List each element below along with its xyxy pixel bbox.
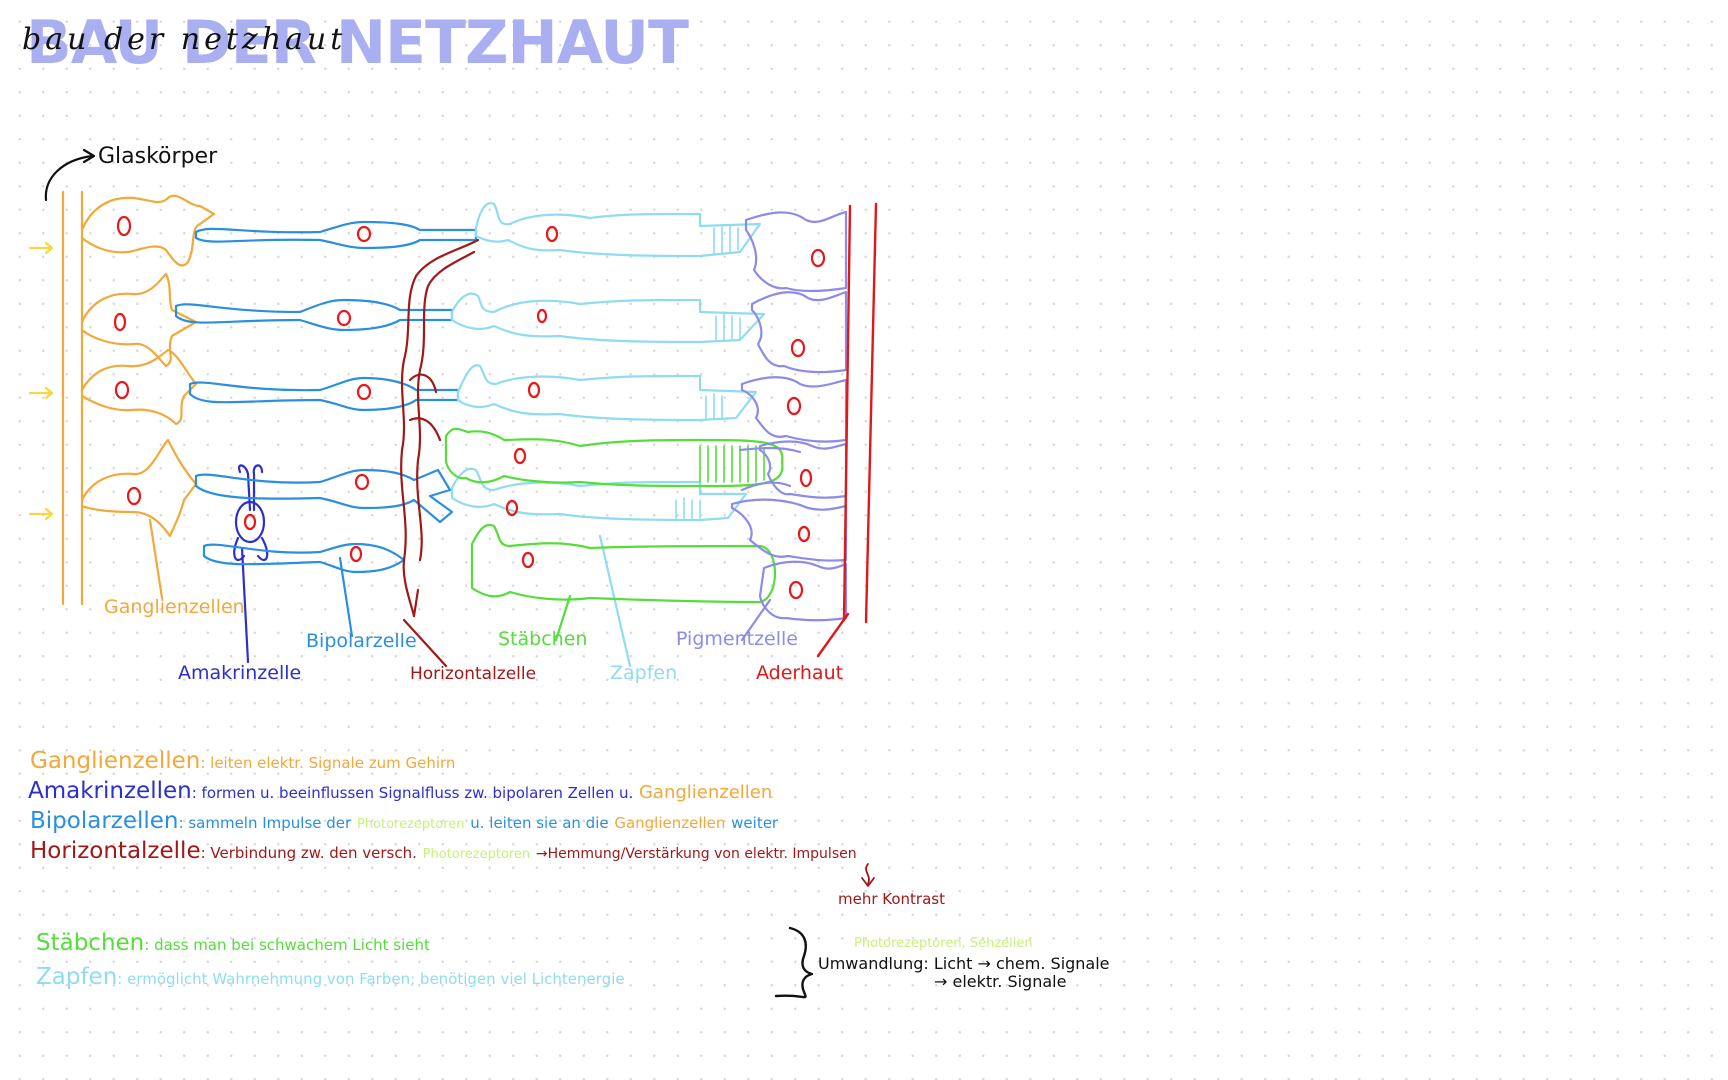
bipolar-cells — [174, 220, 478, 638]
label-bipolarzelle: Bipolarzelle — [306, 630, 417, 652]
horizontal-cell — [400, 238, 480, 668]
brace — [774, 926, 814, 999]
note-contrast: mehr Kontrast — [838, 890, 945, 908]
nuclei — [113, 215, 826, 600]
note-amakrinzellen: Amakrinzellen: formen u. beeinflussen Si… — [28, 778, 772, 804]
light-arrows — [28, 241, 54, 521]
note-text3: weiter — [731, 814, 779, 832]
note-term: Horizontalzelle — [30, 838, 201, 864]
label-pigmentzelle: Pigmentzelle — [676, 628, 798, 650]
note-term: Amakrinzellen — [28, 778, 192, 804]
ganglion-cells — [61, 190, 216, 606]
note-text: : ermöglicht Wahrnehmung von Farben; ben… — [117, 970, 625, 988]
note-text: : Verbindung zw. den versch. — [200, 844, 417, 862]
note-term: Ganglienzellen — [30, 748, 201, 774]
label-staebchen: Stäbchen — [498, 628, 588, 650]
note-bipolarzellen: Bipolarzellen: sammeln Impulse der Photo… — [30, 808, 778, 834]
note-text: : leiten elektr. Signale zum Gehirn — [200, 754, 456, 772]
photoreceptor-cones — [450, 202, 766, 668]
photoreceptor-rods — [444, 427, 784, 642]
page-title-script: bau der netzhaut — [22, 22, 347, 57]
note-photo: Photorezeptoren — [422, 847, 531, 862]
amacrine-cell — [233, 464, 269, 664]
note-ganglienzellen: Ganglienzellen: leiten elektr. Signale z… — [30, 748, 455, 774]
note-conversion-2: → elektr. Signale — [934, 972, 1067, 991]
note-term: Stäbchen — [36, 930, 145, 956]
glaskoerper-arrow — [44, 148, 96, 202]
note-ref: Ganglienzellen — [614, 814, 726, 832]
note-conversion: Umwandlung: Licht → chem. Signale — [818, 954, 1110, 973]
note-text: : sammeln Impulse der — [178, 814, 352, 832]
note-photo: Photorezeptoren — [356, 817, 465, 832]
note-text2: u. leiten sie an die — [470, 814, 609, 832]
label-zapfen: Zapfen — [610, 662, 678, 684]
pigment-cells — [730, 210, 848, 642]
note-zapfen: Zapfen: ermöglicht Wahrnehmung von Farbe… — [36, 964, 625, 990]
note-term: Zapfen — [36, 964, 118, 990]
label-horizontalzelle: Horizontalzelle — [410, 664, 537, 684]
note-text2: →Hemmung/Verstärkung von elektr. Impulse… — [535, 846, 857, 862]
note-horizontalzelle: Horizontalzelle: Verbindung zw. den vers… — [30, 838, 857, 864]
note-text: : dass man bei schwachem Licht sieht — [144, 936, 430, 954]
label-ganglienzellen: Ganglienzellen — [104, 596, 245, 618]
label-aderhaut: Aderhaut — [756, 662, 844, 684]
note-photoreceptors-header: Photorezeptoren, Sehzellen — [854, 936, 1033, 951]
page-title: BAU DER NETZHAUT — [26, 8, 689, 78]
choroid — [816, 202, 878, 658]
contrast-arrow — [861, 863, 875, 887]
label-amakrinzelle: Amakrinzelle — [178, 662, 302, 684]
note-term: Bipolarzellen — [30, 808, 179, 834]
note-text: : formen u. beeinflussen Signalfluss zw.… — [191, 784, 634, 802]
glaskoerper-label: Glaskörper — [98, 144, 218, 169]
note-staebchen: Stäbchen: dass man bei schwachem Licht s… — [36, 930, 430, 956]
note-ref: Ganglienzellen — [638, 782, 773, 803]
